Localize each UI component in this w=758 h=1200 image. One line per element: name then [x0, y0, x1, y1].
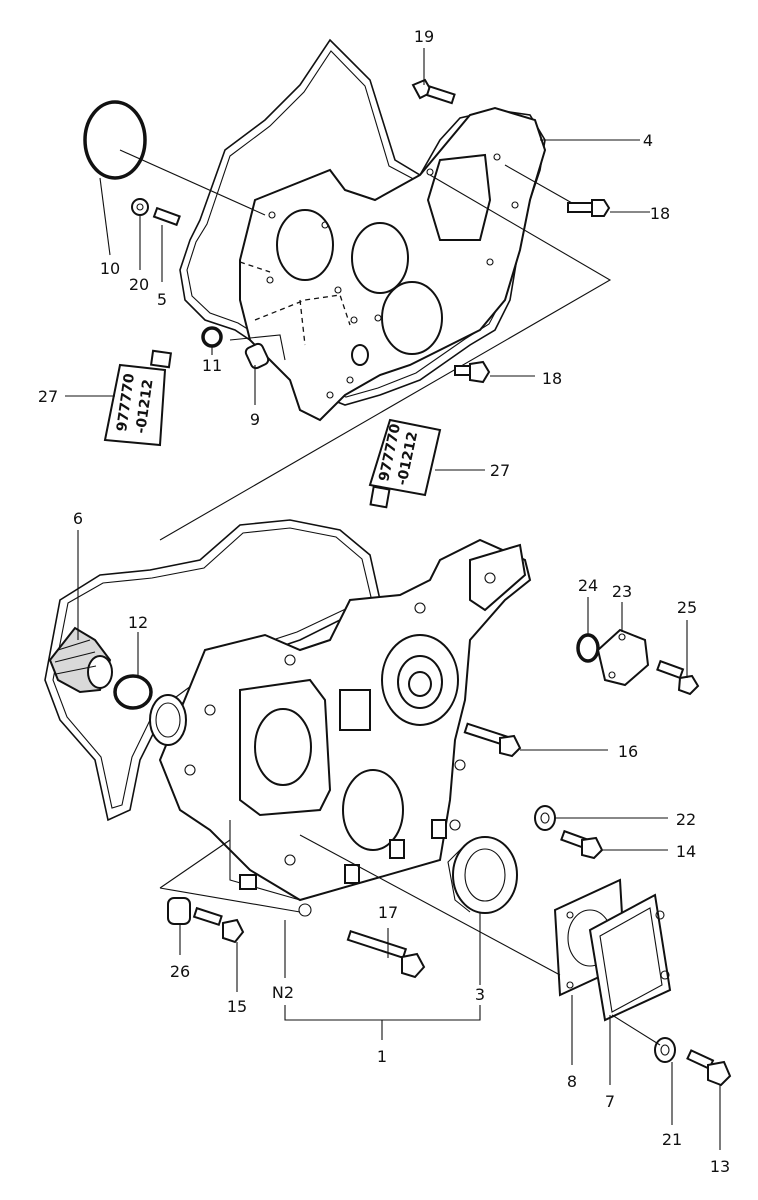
dowel-9 — [244, 342, 270, 370]
callout-24: 24 — [578, 576, 598, 595]
washer-22 — [534, 805, 556, 831]
callout-20: 20 — [129, 275, 149, 294]
callout-n2: N2 — [272, 983, 294, 1002]
callout-27-upper: 27 — [38, 387, 58, 406]
callout-23: 23 — [612, 582, 632, 601]
sealant-tube-lower: 977770 -01212 — [368, 418, 442, 509]
bolt-13 — [686, 1049, 732, 1087]
callout-12: 12 — [128, 613, 148, 632]
callout-26: 26 — [170, 962, 190, 981]
callout-18-lower: 18 — [542, 369, 562, 388]
case-boss — [339, 689, 371, 731]
callout-18-upper: 18 — [650, 204, 670, 223]
callout-14: 14 — [676, 842, 696, 861]
cover-7 — [588, 893, 672, 1022]
tube-label-2: -01212 — [133, 378, 156, 434]
o-ring-24 — [576, 633, 600, 663]
callout-25: 25 — [677, 598, 697, 617]
threaded-outlet — [149, 694, 187, 746]
bolt-16 — [463, 722, 522, 758]
bolt-19 — [411, 78, 456, 105]
callout-7: 7 — [605, 1092, 615, 1111]
bolt-18-lower — [454, 360, 491, 384]
stud-5 — [152, 206, 181, 227]
callout-17: 17 — [378, 903, 398, 922]
callout-15: 15 — [227, 997, 247, 1016]
callout-27-lower: 27 — [490, 461, 510, 480]
callout-10: 10 — [100, 259, 120, 278]
callout-6: 6 — [73, 509, 83, 528]
callouts: 19 4 18 18 10 20 5 11 9 27 27 6 12 24 23… — [38, 27, 730, 1176]
callout-1: 1 — [377, 1047, 387, 1066]
bolt-15 — [192, 906, 245, 944]
callout-9: 9 — [250, 410, 260, 429]
callout-5: 5 — [157, 290, 167, 309]
o-ring-12 — [113, 674, 153, 710]
callout-21: 21 — [662, 1130, 682, 1149]
plate-window — [426, 153, 492, 241]
nut-20 — [131, 198, 149, 216]
plug-6 — [48, 626, 113, 694]
bolt-25 — [656, 659, 700, 696]
plate-hole-lower — [381, 281, 443, 355]
plate-hole-left — [276, 209, 334, 281]
callout-19: 19 — [414, 27, 434, 46]
callout-22: 22 — [676, 810, 696, 829]
callout-8: 8 — [567, 1072, 577, 1091]
gear-case — [158, 538, 532, 917]
callout-3: 3 — [475, 985, 485, 1004]
leader-lines — [65, 48, 721, 1150]
bolt-18-upper — [567, 199, 611, 217]
o-ring-11 — [201, 326, 223, 348]
bolt-17 — [346, 929, 426, 979]
callout-13: 13 — [710, 1157, 730, 1176]
callout-16: 16 — [618, 742, 638, 761]
bolt-14 — [560, 829, 604, 860]
plate-hole-center — [351, 222, 409, 294]
front-plate — [239, 106, 547, 422]
o-ring-10 — [83, 100, 147, 180]
oil-seal-3 — [447, 836, 518, 914]
dowel-26 — [167, 897, 191, 925]
callout-4: 4 — [643, 131, 653, 150]
cover-23 — [596, 628, 650, 687]
sealant-tube-upper: 977770 -01212 — [103, 349, 173, 447]
callout-11: 11 — [202, 356, 222, 375]
washer-21 — [654, 1037, 676, 1063]
